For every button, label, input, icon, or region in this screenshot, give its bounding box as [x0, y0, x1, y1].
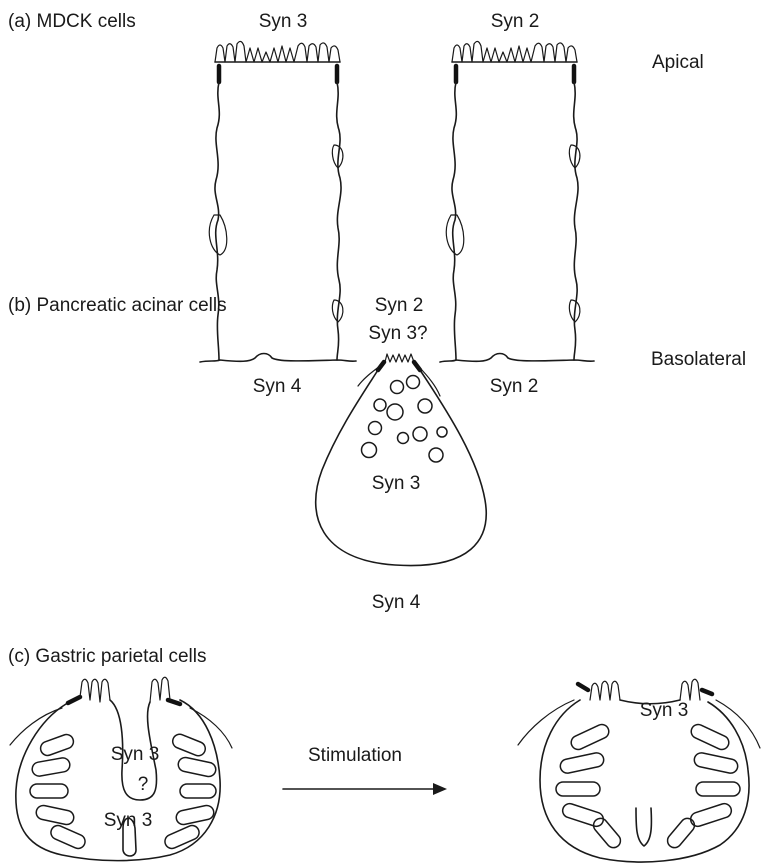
cell2-apical-syntaxin: Syn 2 [491, 11, 540, 32]
canalicular-fold [665, 815, 698, 850]
stimulated-canaliculus-extension [636, 808, 651, 846]
canalicular-fold [561, 802, 605, 828]
resting-canaliculus-syntaxin: Syn 3 [111, 744, 160, 765]
panel-c: (c) Gastric parietal cells [8, 646, 760, 862]
cell2-basolateral-syntaxin: Syn 2 [490, 376, 539, 397]
tubulovesicle [180, 784, 216, 798]
zymogen-granule [429, 448, 443, 462]
tubulovesicle [49, 823, 88, 850]
arrow-head [433, 783, 447, 795]
panel-c-label: (c) Gastric parietal cells [8, 646, 207, 667]
tubulovesicle [35, 804, 75, 826]
tubulovesicle [31, 757, 71, 777]
zymogen-granule [362, 443, 377, 458]
mdck-cell-1: Syn 3 Syn 4 [200, 11, 356, 397]
stimulated-neighbor-membrane-right [716, 700, 760, 748]
stimulated-microvilli-right [680, 679, 700, 700]
cell1-apical-syntaxin: Syn 3 [259, 11, 308, 32]
canalicular-fold [559, 752, 605, 775]
resting-question-mark: ? [138, 774, 149, 795]
zymogen-granule [387, 404, 403, 420]
canalicular-fold [569, 722, 611, 752]
resting-cell-outline [16, 700, 220, 861]
stimulated-neighbor-membrane-left [518, 700, 574, 745]
resting-vesicle-syntaxin: Syn 3 [104, 810, 153, 831]
acinar-basolateral-syntaxin: Syn 4 [372, 592, 421, 613]
zymogen-granules [362, 376, 448, 463]
basolateral-label: Basolateral [651, 349, 746, 370]
stimulated-microvilli-left [590, 681, 620, 700]
zymogen-granule [413, 427, 427, 441]
panel-b: (b) Pancreatic acinar cells Syn 2 Syn 3?… [8, 295, 486, 613]
acinar-apical-syntaxin-2: Syn 2 [375, 295, 424, 316]
acinar-cell-outline [316, 370, 487, 566]
canalicular-fold [591, 815, 624, 850]
cell1-lateral-membrane-right [337, 82, 341, 360]
zymogen-granule [391, 381, 404, 394]
panel-b-label: (b) Pancreatic acinar cells [8, 295, 227, 316]
apical-label: Apical [652, 52, 704, 73]
cell1-lateral-membrane-left [215, 82, 219, 360]
cell2-microvilli [452, 41, 577, 62]
tubulovesicle [171, 732, 208, 758]
acinar-microvilli [385, 354, 414, 362]
panel-a-label: (a) MDCK cells [8, 11, 136, 32]
acinar-junction-left [378, 362, 384, 370]
cell1-basal-membrane [200, 354, 356, 363]
cell1-basolateral-syntaxin: Syn 4 [253, 376, 302, 397]
cell1-microvilli [215, 41, 340, 62]
cell2-lateral-membrane-left [452, 82, 456, 360]
mdck-cell-2: Syn 2 Syn 2 [440, 11, 594, 397]
stimulation-arrow: Stimulation [283, 745, 447, 795]
stimulated-canaliculus-syntaxin: Syn 3 [640, 700, 689, 721]
acinar-apical-syntaxin-3: Syn 3? [368, 323, 427, 344]
stimulated-parietal-cell: Syn 3 [518, 679, 760, 862]
canalicular-fold [556, 782, 600, 796]
resting-junction-right [168, 700, 180, 704]
zymogen-granule [398, 433, 409, 444]
canalicular-fold [689, 722, 731, 752]
stimulated-microvillar-folds [556, 722, 740, 850]
acinar-granule-syntaxin: Syn 3 [372, 473, 421, 494]
cell2-basal-membrane [440, 354, 594, 363]
stimulation-label: Stimulation [308, 745, 402, 766]
resting-neighbor-membrane-right [190, 708, 232, 748]
cell2-lateral-membrane-right [574, 82, 578, 360]
zymogen-granule [437, 427, 447, 437]
stimulated-junction-right [702, 690, 712, 694]
zymogen-granule [407, 376, 420, 389]
canalicular-fold [689, 802, 733, 828]
resting-microvilli-left [80, 679, 110, 702]
stimulated-cell-outline [540, 700, 749, 862]
zymogen-granule [369, 422, 382, 435]
tubulovesicle [175, 804, 215, 826]
resting-parietal-cell: Syn 3 ? Syn 3 [10, 677, 232, 860]
canalicular-fold [693, 752, 739, 775]
stimulated-junction-left [578, 684, 588, 690]
zymogen-granule [418, 399, 432, 413]
tubulovesicle [30, 784, 68, 798]
tubulovesicle [39, 733, 76, 758]
resting-junction-left [68, 697, 80, 703]
tubulovesicle [177, 756, 217, 778]
canalicular-fold [696, 782, 740, 796]
zymogen-granule [374, 399, 386, 411]
tubulovesicle [163, 823, 202, 850]
acinar-junction-right [414, 362, 420, 370]
